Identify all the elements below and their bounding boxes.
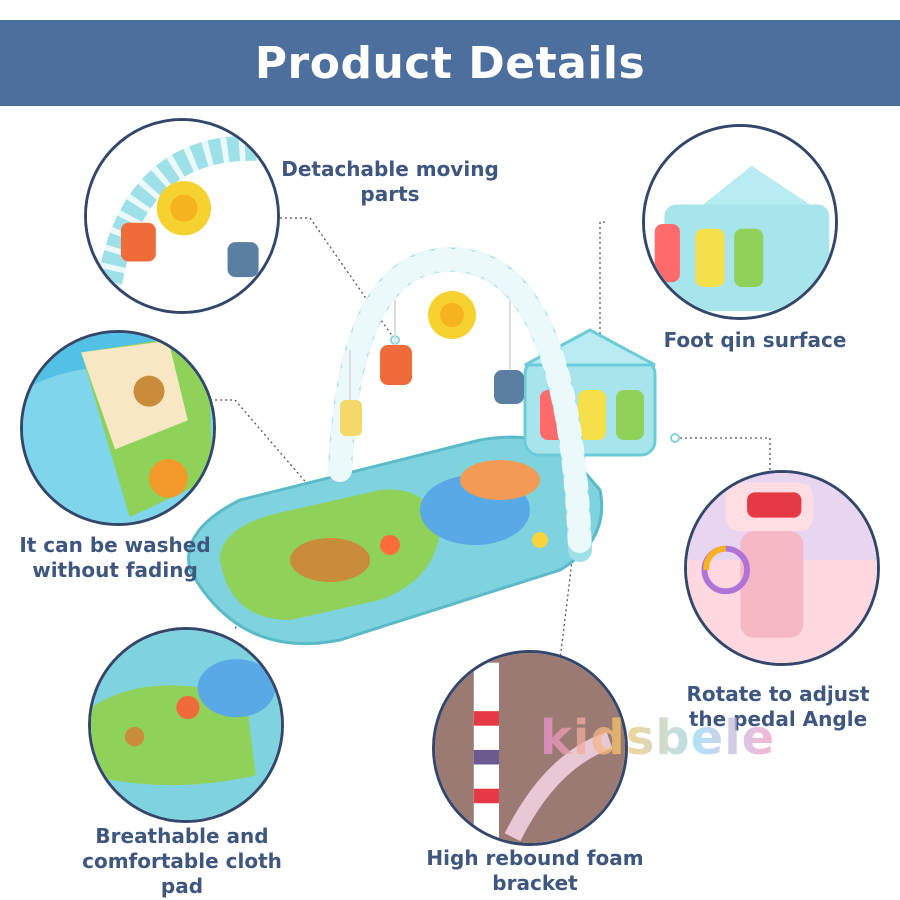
header-banner: Product Details — [0, 20, 900, 106]
page-title: Product Details — [254, 37, 646, 89]
detail-circle-foot-qin — [642, 124, 838, 320]
detail-circle-pedal-angle — [684, 470, 880, 666]
feature-moving-parts-label: Detachable moving parts — [281, 157, 499, 206]
play-gym-main-image — [187, 247, 657, 646]
feature-pedal-angle-label: Rotate to adjust the pedal Angle — [686, 682, 870, 731]
watermark-text: kidsbele — [540, 710, 776, 766]
feature-cloth-pad-label: Breathable and comfortable cloth pad — [82, 824, 282, 898]
feature-foot-qin-label: Foot qin surface — [663, 328, 847, 352]
brand-watermark: kidsbele — [540, 710, 775, 766]
detail-circle-moving-parts — [84, 118, 280, 314]
feature-washable-label: It can be washed without fading — [19, 533, 211, 582]
feature-foam-bracket-label: High rebound foam bracket — [426, 846, 644, 895]
detail-circle-cloth-pad — [88, 627, 284, 823]
detail-circle-washable — [20, 330, 216, 526]
detail-circle-foam-bracket — [432, 650, 628, 846]
